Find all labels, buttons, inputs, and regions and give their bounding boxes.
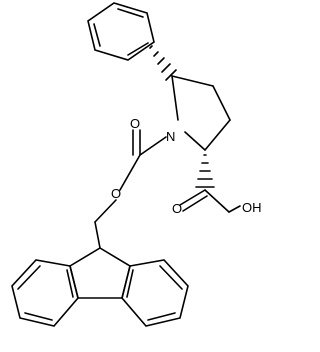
structure-diagram: N O O O OH bbox=[11, 2, 262, 327]
carboxylic-acid bbox=[179, 189, 241, 213]
atom-oh: OH bbox=[242, 200, 262, 215]
pyrrolidine-ring bbox=[171, 75, 231, 151]
fluorenyl-group bbox=[11, 221, 189, 327]
molecule-drawing: N O O O OH bbox=[11, 2, 262, 327]
phenyl-ring bbox=[87, 2, 155, 61]
atom-n1: N bbox=[166, 129, 175, 144]
atom-o-carbonyl: O bbox=[130, 116, 140, 131]
stereo-hash-phenyl bbox=[149, 45, 177, 81]
atom-o-acid-carbonyl: O bbox=[172, 201, 182, 216]
atom-o-ester: O bbox=[111, 186, 121, 201]
carbamate bbox=[94, 129, 167, 223]
stereo-hash-acid bbox=[195, 154, 215, 188]
